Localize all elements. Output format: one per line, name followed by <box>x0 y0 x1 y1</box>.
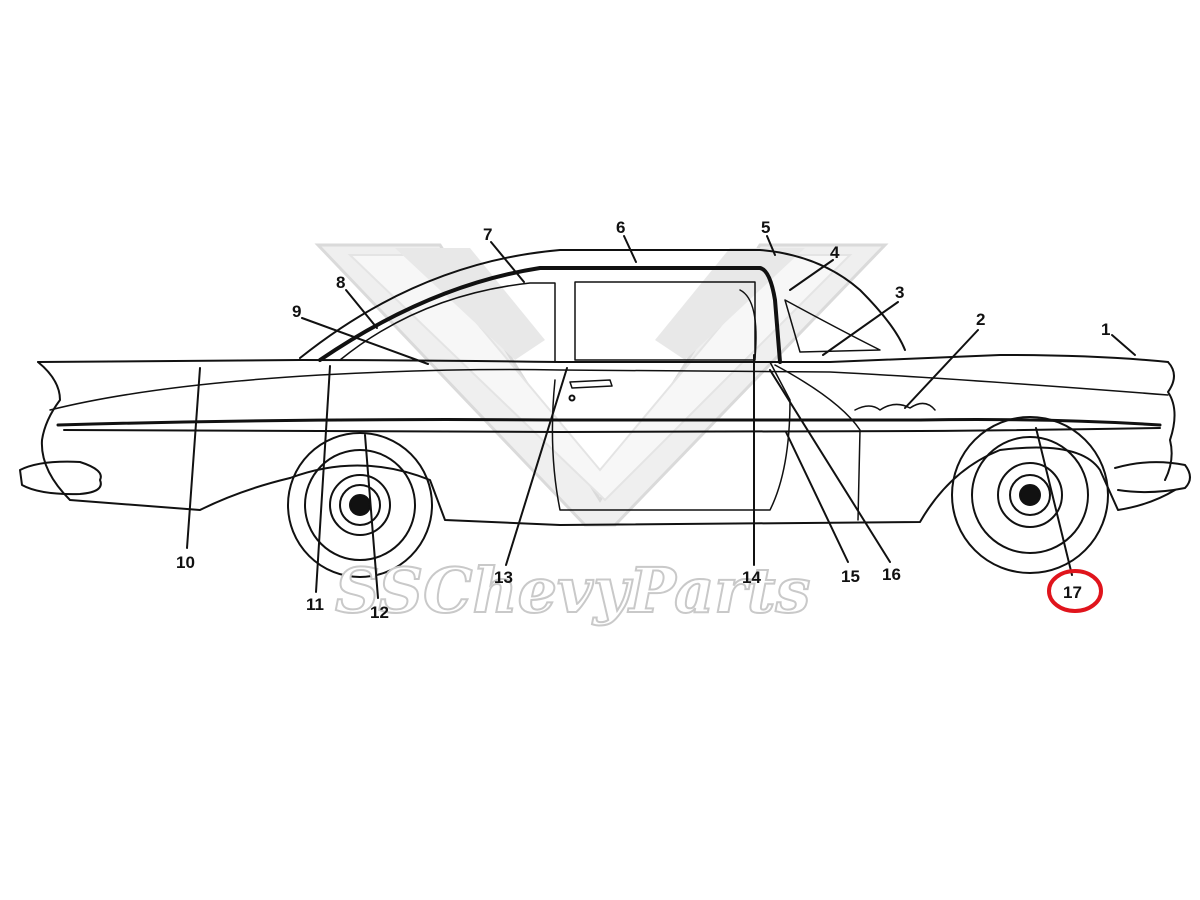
callout-3: 3 <box>895 283 904 302</box>
leader-lines <box>186 235 1136 599</box>
callout-1: 1 <box>1101 320 1110 339</box>
callout-7: 7 <box>483 225 492 244</box>
callout-17: 17 <box>1063 583 1082 602</box>
vv-logo-watermark <box>314 243 889 527</box>
callout-5: 5 <box>761 218 770 237</box>
callout-labels: 1 2 3 4 5 6 7 8 9 10 11 12 13 14 15 16 1… <box>176 218 1110 622</box>
callout-6: 6 <box>616 218 625 237</box>
callout-15: 15 <box>841 567 860 586</box>
callout-14: 14 <box>742 568 761 587</box>
callout-2: 2 <box>976 310 985 329</box>
car-body <box>19 249 1191 578</box>
callout-4: 4 <box>830 243 840 262</box>
watermark-text: SSChevyParts <box>335 554 810 627</box>
highlight-circle <box>1047 569 1103 613</box>
callout-8: 8 <box>336 273 345 292</box>
callout-13: 13 <box>494 568 513 587</box>
callout-10: 10 <box>176 553 195 572</box>
callout-12: 12 <box>370 603 389 622</box>
callout-11: 11 <box>306 595 324 614</box>
callout-9: 9 <box>292 302 301 321</box>
callout-16: 16 <box>882 565 901 584</box>
